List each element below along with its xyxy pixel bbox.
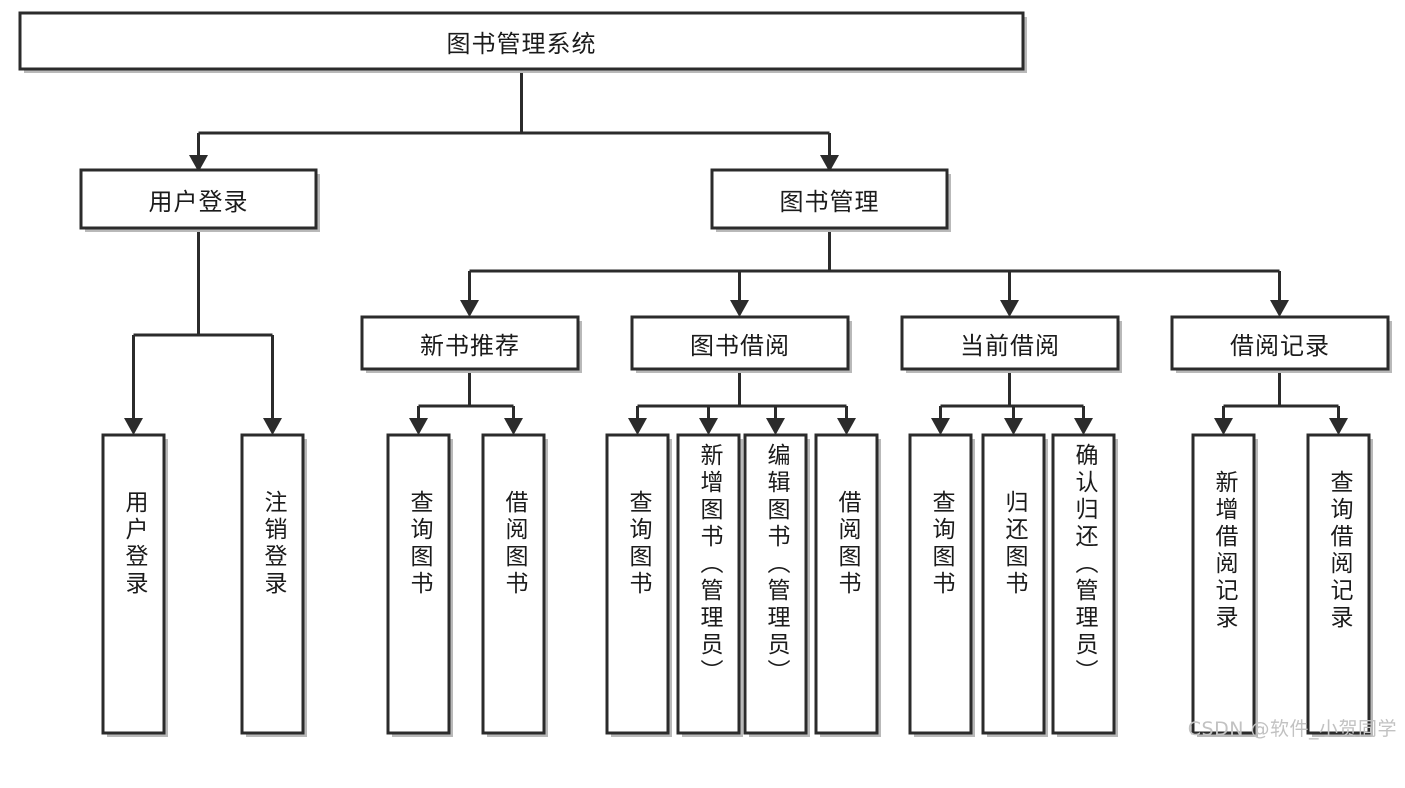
node-box-leaf-6[interactable]: [676, 433, 741, 735]
arrow-bm-current: [1000, 300, 1019, 317]
arrow-bm-newbook: [460, 300, 479, 317]
hierarchy-diagram-svg: [18, 11, 1392, 737]
node-box-leaf-8[interactable]: [814, 433, 879, 735]
arrow-records-leaf13: [1329, 418, 1348, 435]
node-box-borrow[interactable]: [630, 315, 850, 371]
arrow-bm-borrow: [730, 300, 749, 317]
node-box-leaf-2[interactable]: [240, 433, 305, 735]
node-box-newbook[interactable]: [360, 315, 580, 371]
node-box-leaf-3[interactable]: [386, 433, 451, 735]
diagram-canvas: 图书管理系统 用户登录 图书管理 新书推荐 图书借阅 当前借阅 借阅记录 用户登…: [18, 11, 1397, 740]
node-box-leaf-11[interactable]: [1051, 433, 1116, 735]
csdn-watermark: CSDN @软件_小贺同学: [1187, 718, 1397, 740]
node-box-leaf-12[interactable]: [1191, 433, 1256, 735]
node-box-root[interactable]: [18, 11, 1025, 71]
arrow-login-leaf1: [124, 418, 143, 435]
arrow-current-leaf11: [1074, 418, 1093, 435]
connector-layer: [124, 69, 1348, 435]
arrow-bm-records: [1270, 300, 1289, 317]
arrow-records-leaf12: [1214, 418, 1233, 435]
arrow-root-to-bookmgmt: [820, 155, 839, 172]
node-box-leaf-7[interactable]: [743, 433, 808, 735]
node-box-layer: [18, 11, 1392, 737]
arrow-current-leaf10: [1004, 418, 1023, 435]
node-box-bookmgmt[interactable]: [710, 168, 949, 230]
arrow-borrow-leaf5: [628, 418, 647, 435]
node-box-current[interactable]: [900, 315, 1120, 371]
node-box-leaf-13[interactable]: [1306, 433, 1371, 735]
arrow-current-leaf9: [931, 418, 950, 435]
arrow-borrow-leaf7: [766, 418, 785, 435]
node-box-leaf-5[interactable]: [605, 433, 670, 735]
node-box-leaf-1[interactable]: [101, 433, 166, 735]
arrow-newbook-leaf3: [409, 418, 428, 435]
node-box-login[interactable]: [79, 168, 318, 230]
node-box-leaf-9[interactable]: [908, 433, 973, 735]
arrow-newbook-leaf4: [504, 418, 523, 435]
node-box-leaf-10[interactable]: [981, 433, 1046, 735]
node-box-records[interactable]: [1170, 315, 1390, 371]
arrow-borrow-leaf6: [699, 418, 718, 435]
arrow-login-leaf2: [263, 418, 282, 435]
arrow-borrow-leaf8: [837, 418, 856, 435]
node-box-leaf-4[interactable]: [481, 433, 546, 735]
arrow-root-to-login: [189, 155, 208, 172]
